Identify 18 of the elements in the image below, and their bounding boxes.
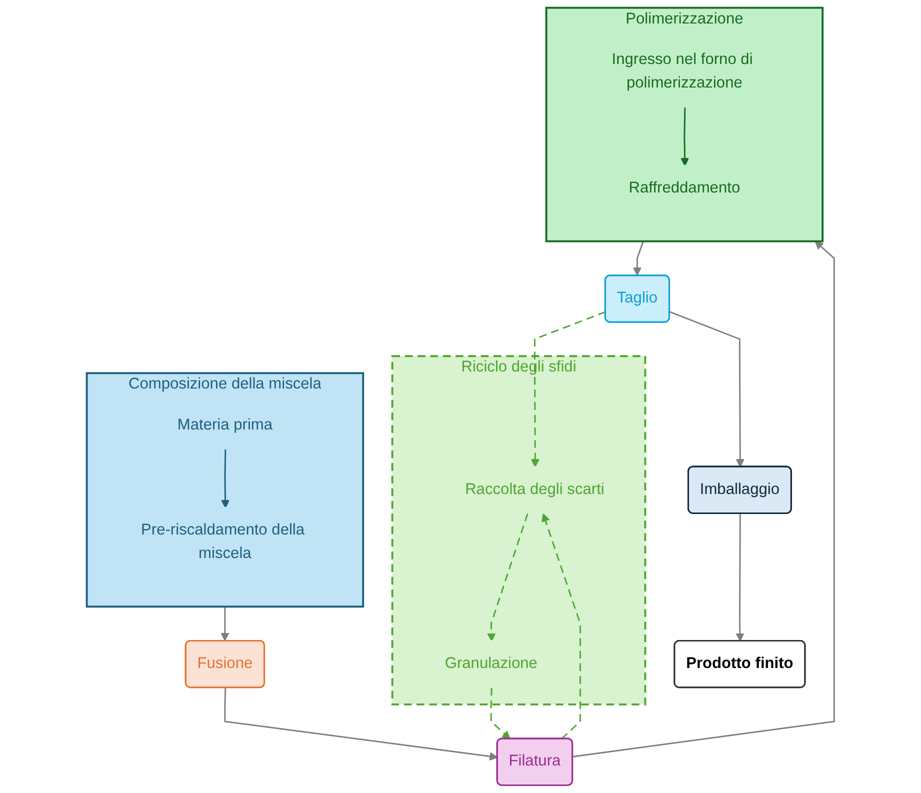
node-text: Granulazione xyxy=(444,655,538,672)
node-text: Materia prima xyxy=(177,416,273,434)
node-text: Pre-riscaldamento della miscela xyxy=(141,522,305,562)
arrow xyxy=(572,240,835,758)
arrow xyxy=(736,514,744,642)
arrow xyxy=(221,450,230,508)
node-text: Raccolta degli scarti xyxy=(465,481,604,498)
arrow xyxy=(530,311,606,468)
node-text: Raffreddamento xyxy=(628,180,740,197)
arrow xyxy=(542,513,581,740)
node-text: Ingresso nel forno di polimerizzazione xyxy=(612,52,753,92)
arrow xyxy=(680,108,690,166)
arrow xyxy=(224,688,498,761)
arrow xyxy=(632,241,644,276)
arrow xyxy=(669,311,744,468)
arrow xyxy=(220,606,230,642)
arrow xyxy=(487,514,528,642)
arrow xyxy=(490,688,510,740)
